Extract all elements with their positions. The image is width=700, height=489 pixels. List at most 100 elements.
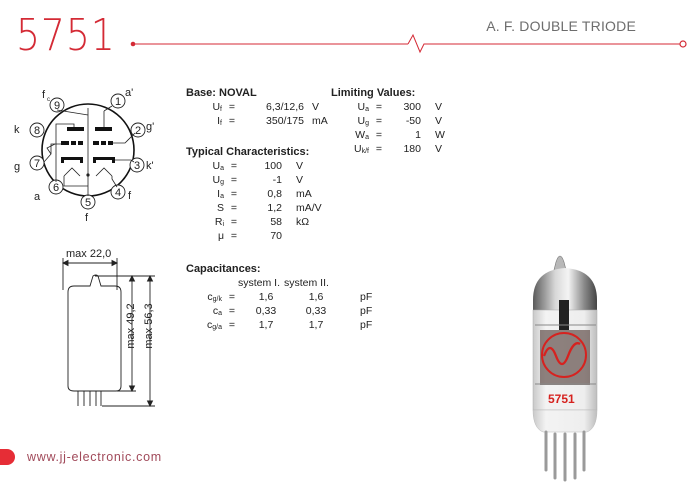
value: -50 [405,115,421,127]
typical-characteristics: Typical Characteristics: Ua = 100 V Ug =… [186,145,332,243]
svg-text:4: 4 [115,187,121,199]
svg-text:5: 5 [85,197,91,209]
equals: = [375,101,383,113]
dimension-total-height-label: max 56,3 [143,303,155,349]
value-system-1: 1,7 [258,319,274,331]
svg-text:a': a' [125,87,133,99]
equals: = [228,291,236,303]
symbol: I [217,188,221,200]
column-system-2: system II. [284,277,329,289]
symbol: S [216,202,224,214]
symbol: U [212,160,221,172]
website-link[interactable]: www.jj-electronic.com [27,450,162,464]
dimension-width-label: max 22,0 [66,248,112,260]
unit [282,229,332,243]
symbol-sub: g/k [212,296,222,303]
value-system-2: 0,33 [305,305,327,317]
value-system-1: 1,6 [258,291,274,303]
symbol-sub: k/f [361,148,369,155]
column-system-1: system I. [238,277,281,289]
svg-text:1: 1 [115,96,121,108]
unit: pF [360,305,373,317]
symbol: c [212,305,219,317]
unit: mA [296,188,312,200]
tube-type-subtitle: A. F. DOUBLE TRIODE [486,18,636,34]
unit: V [296,160,304,172]
capacitances: Capacitances: system I. system II. cg/k … [186,262,372,332]
svg-text:3: 3 [134,160,140,172]
spec-row: Ua = 300 V [331,100,451,114]
equals: = [375,129,383,141]
spec-row: Ri = 58 kΩ [186,215,332,229]
spec-row: cg/k = 1,6 1,6 pF [186,290,372,304]
footer-accent-pill [0,449,15,465]
tube-print: 5751 [548,392,575,406]
dimension-drawing [61,258,155,408]
symbol: μ [217,230,224,242]
unit: V [435,143,443,155]
value: 6,3/12,6 [266,101,304,113]
typical-title: Typical Characteristics: [186,146,310,158]
equals: = [228,319,236,331]
equals: = [230,174,238,186]
base-title: Base: NOVAL [186,87,257,99]
svg-text:k: k [14,124,20,136]
unit: kΩ [296,216,310,228]
equals: = [228,305,236,317]
tube-photo: 5751 [532,255,598,482]
svg-text:2: 2 [135,125,141,137]
unit: V [435,101,443,113]
equals: = [228,115,236,127]
spec-row: Ia = 0,8 mA [186,187,332,201]
svg-text:a: a [34,191,41,203]
equals: = [230,216,238,228]
symbol-sub: a [220,165,224,172]
spec-row: Uk/f = 180 V [331,142,451,156]
symbol-sub: i [222,221,224,228]
unit: pF [360,319,373,331]
symbol-sub: g [220,179,224,186]
spec-row: Wa = 1 W [331,128,451,142]
spec-row-uf: Uf = 6,3/12,6 V [186,100,344,114]
spec-row: Ug = -50 V [331,114,451,128]
unit: mA [312,115,328,127]
symbol-sub: a [220,193,224,200]
spec-row: cg/a = 1,7 1,7 pF [186,318,372,332]
svg-text:f: f [128,190,132,202]
equals: = [228,101,236,113]
capacitances-header: system I. system II. [186,276,372,290]
symbol: U [357,115,366,127]
value: 300 [403,101,421,113]
symbol: c [207,319,213,331]
value: 1 [415,129,421,141]
svg-text:7: 7 [34,158,40,170]
svg-text:k': k' [146,160,154,172]
symbol-sub: f [220,120,222,127]
svg-text:f: f [42,89,46,101]
value: -1 [272,174,282,186]
value: 0,8 [267,188,282,200]
svg-text:9: 9 [54,100,60,112]
unit: V [296,174,304,186]
symbol: R [214,216,223,228]
symbol-sub: g [365,120,369,127]
symbol: U [212,174,221,186]
dimension-body-height-label: max 49,2 [125,303,137,349]
spec-row: ca = 0,33 0,33 pF [186,304,372,318]
svg-text:f: f [85,212,89,224]
spec-row-if: If = 350/175 mA [186,114,344,128]
base-specs: Base: NOVAL Uf = 6,3/12,6 V If = 350/175… [186,86,344,128]
symbol-sub: a [365,134,369,141]
value-system-2: 1,7 [308,319,324,331]
limiting-values: Limiting Values: Ua = 300 V Ug = -50 V W… [331,86,451,156]
symbol: c [207,291,213,303]
svg-text:g: g [14,161,20,173]
value: 1,2 [267,202,282,214]
value: 100 [264,160,282,172]
symbol-sub: g/a [212,324,222,331]
spec-row: Ua = 100 V [186,159,332,173]
symbol: I [217,115,221,127]
unit: V [435,115,443,127]
unit: pF [360,291,373,303]
